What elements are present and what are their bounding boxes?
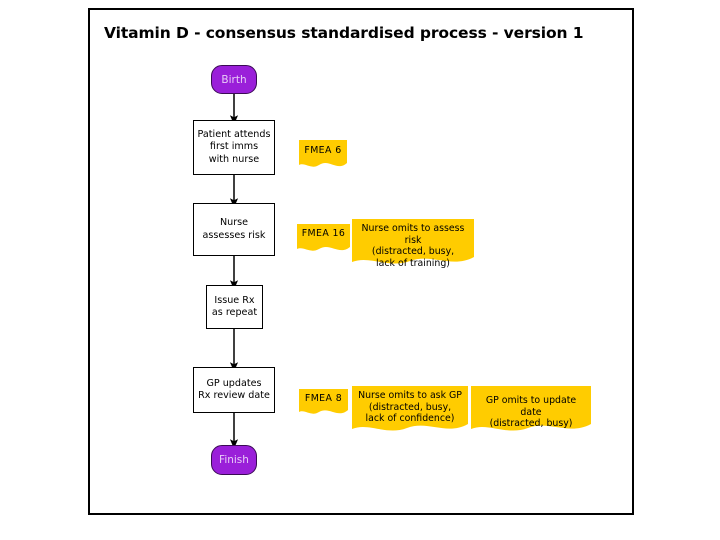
note-nurse-omits-ask-gp[interactable]: Nurse omits to ask GP(distracted, busy,l… (352, 386, 468, 436)
note-fmea-16[interactable]: FMEA 16 (297, 224, 350, 256)
node-birth-label: Birth (221, 73, 247, 86)
node-birth[interactable]: Birth (211, 65, 257, 94)
note-fmea-6-text: FMEA 6 (304, 145, 342, 156)
note-gp-omits-update-date-text: GP omits to update date(distracted, busy… (485, 395, 577, 430)
note-gp-omits-update-date[interactable]: GP omits to update date(distracted, busy… (471, 386, 591, 436)
note-shape-icon (297, 224, 350, 251)
note-fmea-6[interactable]: FMEA 6 (299, 140, 347, 172)
node-finish-label: Finish (219, 454, 249, 466)
note-fmea-8[interactable]: FMEA 8 (299, 389, 348, 419)
note-nurse-omits-ask-gp-text: Nurse omits to ask GP(distracted, busy,l… (358, 390, 462, 425)
note-fmea-16-text: FMEA 16 (301, 228, 346, 239)
note-shape-icon (471, 386, 591, 431)
note-shape-icon (352, 386, 468, 431)
page-title: Vitamin D - consensus standardised proce… (104, 24, 584, 42)
note-nurse-omits-assess-text: Nurse omits to assess risk(distracted, b… (361, 223, 465, 269)
slide-frame (88, 8, 634, 515)
note-shape-icon (352, 219, 474, 264)
note-nurse-omits-assess[interactable]: Nurse omits to assess risk(distracted, b… (352, 219, 474, 269)
note-shape-icon (299, 140, 347, 167)
note-fmea-8-text: FMEA 8 (304, 393, 343, 404)
note-shape-icon (299, 389, 348, 414)
node-finish[interactable]: Finish (211, 445, 257, 475)
